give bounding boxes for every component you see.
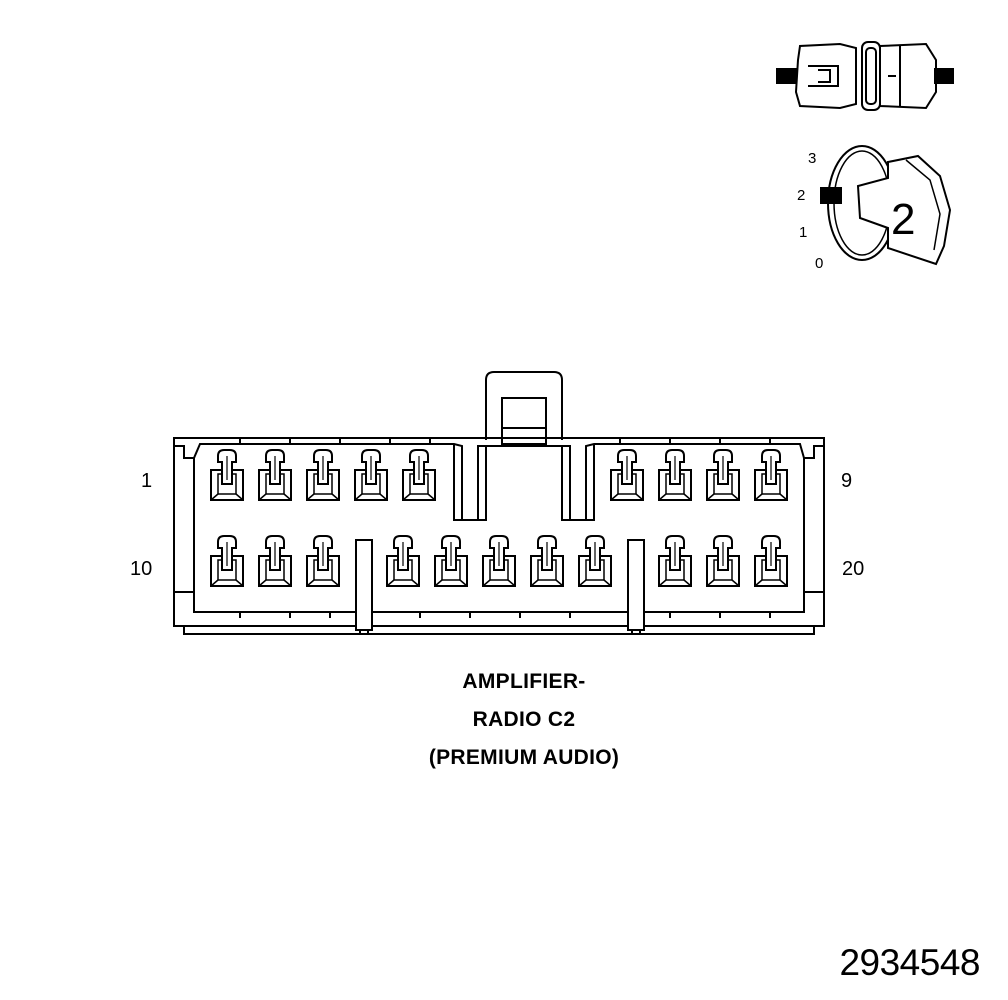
pin-label-10: 10: [130, 558, 152, 580]
pin-label-20: 20: [842, 558, 864, 580]
pin-cavity-1: [210, 449, 244, 501]
pin-cavity-10: [210, 535, 244, 587]
key-number-label: 2: [891, 195, 915, 244]
key-scale-label-3: 3: [808, 150, 816, 167]
pin-cavity-15: [482, 535, 516, 587]
key-scale-label-1: 1: [799, 224, 807, 241]
pin-cavity-4: [354, 449, 388, 501]
pin-cavity-18: [658, 535, 692, 587]
pin-cavity-5: [402, 449, 436, 501]
connector-face: [173, 371, 825, 635]
pin-cavity-11: [258, 535, 292, 587]
pin-cavity-2: [258, 449, 292, 501]
pin-cavity-13: [386, 535, 420, 587]
pin-cavity-3: [306, 449, 340, 501]
key-scale-label-2: 2: [797, 187, 805, 204]
pin-cavity-8: [706, 449, 740, 501]
pin-cavity-12: [306, 535, 340, 587]
pin-cavity-14: [434, 535, 468, 587]
key-scale-label-0: 0: [815, 255, 823, 272]
pin-cavities: [210, 449, 788, 587]
pin-label-9: 9: [841, 470, 852, 492]
pin-cavity-20: [754, 535, 788, 587]
pin-cavity-9: [754, 449, 788, 501]
pin-cavity-19: [706, 535, 740, 587]
pin-cavity-17: [578, 535, 612, 587]
connector-title-line-3: (PREMIUM AUDIO): [428, 746, 620, 769]
pin-cavity-16: [530, 535, 564, 587]
connector-title-line-1: AMPLIFIER-: [462, 670, 586, 693]
pin-label-1: 1: [141, 470, 152, 492]
pin-cavity-7: [658, 449, 692, 501]
document-id: 2934548: [839, 942, 980, 983]
key-position-icon: 3 2 1 0 2: [797, 145, 952, 272]
connector-side-view-icon: [776, 41, 954, 111]
pin-cavity-6: [610, 449, 644, 501]
connector-title-line-2: RADIO C2: [472, 708, 576, 731]
